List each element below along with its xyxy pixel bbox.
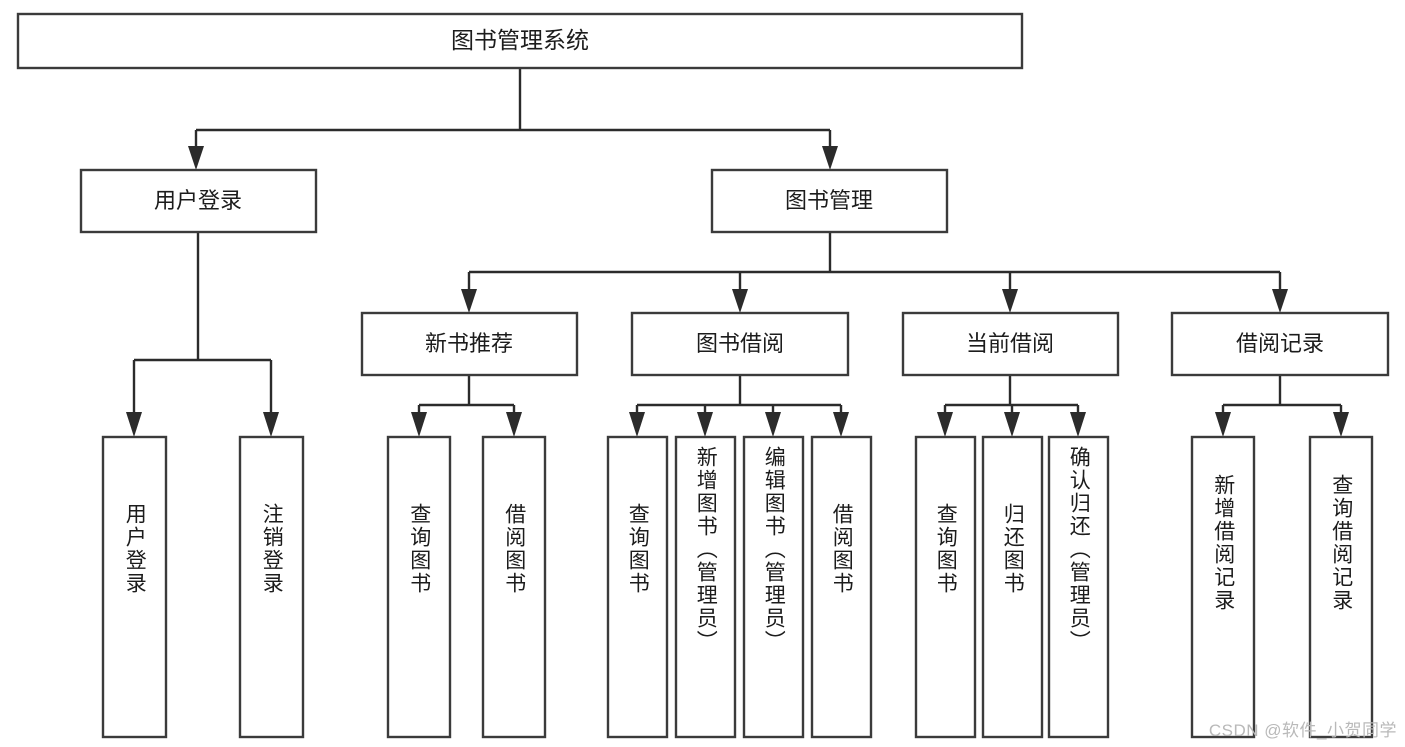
arrowhead-book-manage	[822, 146, 838, 170]
arrowhead-leaf-query-book-3	[937, 412, 953, 437]
leaf-confirm-return-box[interactable]	[1047, 435, 1110, 739]
book-borrow-label: 图书借阅	[696, 331, 784, 356]
arrowhead-leaf-confirm-return	[1070, 412, 1086, 437]
leaf-query-record-box[interactable]	[1308, 435, 1374, 739]
leaf-borrow-book-1-box[interactable]	[481, 435, 547, 739]
current-borrow-label: 当前借阅	[966, 331, 1054, 356]
user-login-label: 用户登录	[154, 188, 242, 213]
arrowhead-leaf-return-book	[1004, 412, 1020, 437]
borrow-record-label: 借阅记录	[1236, 331, 1324, 356]
leaf-edit-book-box[interactable]	[742, 435, 805, 739]
arrowhead-new-book-rec	[461, 289, 477, 313]
root-box[interactable]	[16, 12, 1024, 70]
arrowhead-borrow-record	[1272, 289, 1288, 313]
new-book-rec-box[interactable]	[360, 311, 579, 377]
user-login-box[interactable]	[79, 168, 318, 234]
arrowhead-leaf-logout-login	[263, 412, 279, 437]
leaf-query-book-2-box[interactable]	[606, 435, 669, 739]
arrowhead-leaf-query-book-2	[629, 412, 645, 437]
connector-layer	[126, 68, 1349, 437]
arrowhead-book-borrow	[732, 289, 748, 313]
node-user-login[interactable]: 用户登录	[79, 168, 318, 234]
arrowhead-leaf-add-record	[1215, 412, 1231, 437]
node-current-borrow[interactable]: 当前借阅	[901, 311, 1120, 377]
node-book-manage[interactable]: 图书管理	[710, 168, 949, 234]
arrowhead-user-login	[188, 146, 204, 170]
book-manage-box[interactable]	[710, 168, 949, 234]
current-borrow-box[interactable]	[901, 311, 1120, 377]
leaf-logout-login-box[interactable]	[238, 435, 305, 739]
arrowhead-leaf-user-login	[126, 412, 142, 437]
node-book-borrow[interactable]: 图书借阅	[630, 311, 850, 377]
arrowhead-leaf-edit-book	[765, 412, 781, 437]
node-borrow-record[interactable]: 借阅记录	[1170, 311, 1390, 377]
leaf-query-book-1-box[interactable]	[386, 435, 452, 739]
node-new-book-rec[interactable]: 新书推荐	[360, 311, 579, 377]
leaf-borrow-book-2-box[interactable]	[810, 435, 873, 739]
arrowhead-leaf-query-record	[1333, 412, 1349, 437]
root-label: 图书管理系统	[451, 27, 589, 53]
book-manage-label: 图书管理	[785, 188, 873, 213]
leaf-user-login-box[interactable]	[101, 435, 168, 739]
arrowhead-leaf-borrow-book-1	[506, 412, 522, 437]
arrowhead-leaf-query-book-1	[411, 412, 427, 437]
leaf-add-record-box[interactable]	[1190, 435, 1256, 739]
leaf-add-book-box[interactable]	[674, 435, 737, 739]
leaf-return-book-box[interactable]	[981, 435, 1044, 739]
node-root[interactable]: 图书管理系统	[16, 12, 1024, 70]
arrowhead-leaf-add-book	[697, 412, 713, 437]
leaf-box-layer	[101, 435, 1374, 739]
arrowhead-current-borrow	[1002, 289, 1018, 313]
borrow-record-box[interactable]	[1170, 311, 1390, 377]
book-borrow-box[interactable]	[630, 311, 850, 377]
arrowhead-leaf-borrow-book-2	[833, 412, 849, 437]
leaf-query-book-3-box[interactable]	[914, 435, 977, 739]
new-book-rec-label: 新书推荐	[425, 331, 513, 356]
